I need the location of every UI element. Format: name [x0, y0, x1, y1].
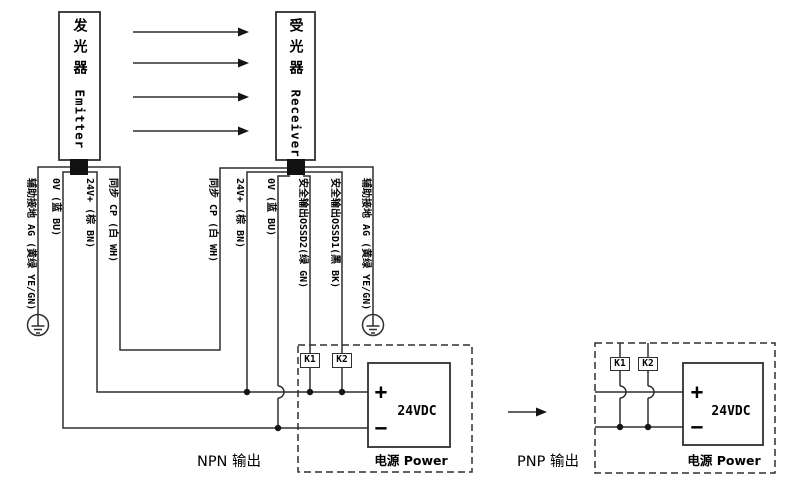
wire-label-emitter-aux-ground: 辅助接地 AG (黄绿 YE/GN)	[25, 178, 36, 311]
wire-label-receiver-ossd2: 安全输出OSSD2(绿 GN)	[297, 178, 308, 289]
pnp-psu-minus-terminal: −	[690, 415, 704, 439]
npn-relay-k2: K2	[332, 353, 352, 368]
wire-label-receiver-aux-ground: 辅助接地 AG (黄绿 YE/GN)	[360, 178, 371, 311]
wire-label-receiver-0v: 0V (蓝 BU)	[265, 178, 276, 237]
npn-dashed-frame	[297, 344, 473, 473]
npn-psu-caption: 电源 Power	[374, 453, 448, 468]
receiver-label: 受光器 Receiver	[276, 12, 315, 160]
wire-label-emitter-24v: 24V+ (棕 BN)	[84, 178, 95, 249]
pnp-section-label: PNP 输出	[517, 454, 579, 470]
emitter-label: 发光器 Emitter	[59, 12, 100, 160]
emitter-name-en: Emitter	[72, 89, 88, 150]
pnp-power-supply-box	[682, 362, 764, 446]
emitter-body	[58, 11, 101, 161]
pnp-psu-caption: 电源 Power	[687, 453, 761, 468]
pnp-psu-plus-terminal: +	[690, 380, 704, 404]
emitter-connector	[70, 159, 88, 175]
pnp-psu-voltage: 24VDC	[711, 404, 751, 419]
npn-psu-minus-terminal: −	[374, 416, 388, 440]
receiver-connector	[287, 159, 305, 175]
earth-ground-icon	[26, 313, 50, 337]
section-arrow-icon	[508, 407, 547, 417]
npn-relay-k1: K1	[300, 353, 320, 368]
pnp-relay-k1: K1	[610, 357, 630, 371]
receiver-name-cn: 受光器	[287, 18, 304, 81]
emitter-wires	[37, 166, 368, 429]
wire-label-receiver-ossd1: 安全输出OSSD1(黑 BK)	[329, 178, 340, 289]
wire-label-emitter-0v: 0V (蓝 BU)	[50, 178, 61, 237]
pnp-relay-k2: K2	[638, 357, 658, 371]
wire-label-receiver-sync: 同步 CP (白 WH)	[207, 178, 218, 263]
npn-psu-voltage: 24VDC	[397, 404, 437, 419]
npn-circuit	[243, 344, 473, 473]
light-beam-arrows-icon	[133, 27, 249, 136]
earth-ground-icon	[361, 313, 385, 337]
receiver-wires	[246, 166, 374, 428]
receiver-name-en: Receiver	[288, 89, 304, 158]
npn-power-supply-box	[367, 362, 451, 448]
pnp-dashed-frame	[594, 342, 776, 474]
npn-section-label: NPN 输出	[196, 454, 262, 470]
wire-label-emitter-sync: 同步 CP (白 WH)	[107, 178, 118, 263]
emitter-name-cn: 发光器	[71, 18, 88, 81]
wire-label-receiver-24v: 24V+ (棕 BN)	[234, 178, 245, 249]
npn-psu-plus-terminal: +	[374, 380, 388, 404]
pnp-circuit	[594, 342, 776, 474]
